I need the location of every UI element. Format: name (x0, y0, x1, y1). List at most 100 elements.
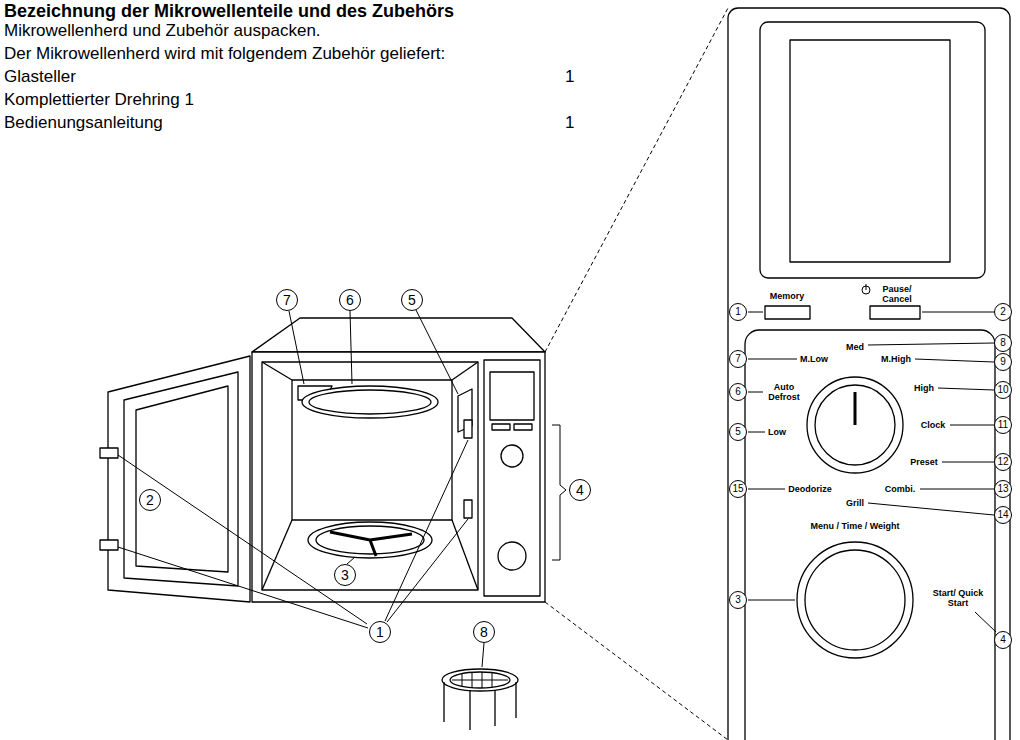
callout-number: 13 (994, 480, 1012, 498)
callout-number: 1 (369, 621, 391, 643)
callout-number: 2 (994, 303, 1012, 321)
control-label: M.High (881, 354, 911, 364)
leader-line (942, 462, 994, 463)
panel-lower-section (745, 330, 995, 740)
leader-line (915, 359, 994, 362)
control-label: Preset (910, 457, 938, 467)
control-label: Pause/ Cancel (877, 284, 917, 304)
control-label: Clock (921, 420, 946, 430)
leader-line (387, 519, 468, 622)
callout-number: 11 (994, 416, 1012, 434)
control-label: Memory (770, 291, 805, 301)
control-label: Deodorize (788, 484, 832, 494)
leader-line (350, 311, 352, 384)
callout-number: 3 (729, 591, 747, 609)
cavity-edge (262, 362, 292, 380)
leader-line (118, 455, 367, 624)
leader-line (950, 425, 994, 426)
page-title: Bezeichnung der Mikrowellenteile und des… (4, 0, 454, 22)
leader-line (347, 557, 355, 564)
mode-dial (807, 377, 903, 473)
leader-line (868, 343, 994, 345)
rack-grid (452, 672, 508, 688)
mini-display (490, 372, 534, 420)
rack-legs (444, 682, 516, 730)
leader-line (748, 600, 795, 601)
callout-number: 1 (729, 303, 747, 321)
mode-dial-inner (815, 385, 895, 465)
callout-number: 9 (994, 353, 1012, 371)
body-text: Bedienungsanleitung (4, 113, 163, 133)
leader-line (975, 612, 996, 632)
zoom-line (545, 8, 728, 352)
control-label: Menu / Time / Weight (810, 521, 899, 531)
dial-pointer (854, 392, 857, 425)
control-label: Combi. (885, 484, 916, 494)
callout-number: 7 (729, 350, 747, 368)
control-strip (484, 360, 540, 596)
turntable-coupler (330, 532, 412, 556)
callout-number: 8 (473, 621, 495, 643)
callout-number: 5 (401, 289, 423, 311)
callout-number: 2 (139, 489, 161, 511)
grill-rack (442, 669, 518, 691)
door-window (136, 386, 228, 572)
glass-plate (302, 386, 438, 418)
leader-line (385, 440, 468, 621)
callout-number: 12 (994, 453, 1012, 471)
leader-line (748, 489, 785, 490)
callout-number: 8 (994, 334, 1012, 352)
control-panel (728, 8, 1010, 740)
control-label: Auto Defrost (762, 382, 806, 402)
oven-cavity (262, 362, 478, 590)
control-label: High (914, 383, 934, 393)
leader-line (938, 388, 994, 390)
leader-line (748, 312, 763, 313)
body-text: Komplettierter Drehring 1 (4, 90, 194, 110)
memory-button (765, 306, 810, 319)
callout-number: 4 (569, 479, 591, 501)
callout-number: 4 (994, 631, 1012, 649)
control-label: Low (768, 427, 786, 437)
mini-button (492, 424, 510, 430)
display-frame (760, 22, 985, 278)
body-text: Glasteller (4, 67, 76, 87)
leader-line (482, 643, 484, 667)
oven-body (252, 352, 545, 602)
mini-knob (498, 542, 526, 570)
control-label: Med (846, 342, 864, 352)
menu-knob (797, 542, 913, 658)
cavity-back-wall (292, 380, 452, 520)
callout-number: 7 (276, 289, 298, 311)
door-lock-slot (464, 420, 472, 438)
cavity-edge (452, 520, 478, 590)
mini-dial (501, 445, 523, 467)
callout-number: 15 (729, 480, 747, 498)
leader-line (920, 489, 994, 490)
leader-line (748, 359, 797, 360)
callout-number: 10 (994, 381, 1012, 399)
leader-line (118, 547, 368, 628)
leader-line (748, 392, 763, 393)
glass-plate-rim (309, 390, 431, 414)
door-lock-slot (464, 500, 472, 518)
leader-line (922, 312, 994, 313)
callout-number: 3 (334, 564, 356, 586)
menu-knob-inner (805, 550, 905, 650)
callout-number: 6 (339, 289, 361, 311)
callout-number: 5 (729, 423, 747, 441)
door-frame (124, 372, 238, 586)
control-label: Start/ Quick Start (929, 588, 987, 608)
cavity-edge (262, 520, 292, 590)
cavity-edge (452, 362, 478, 380)
leader-line (868, 503, 994, 515)
leader-line (416, 310, 458, 394)
grill-rack-rim (450, 672, 510, 688)
display (790, 40, 950, 262)
control-label: M.Low (800, 354, 828, 364)
oven-door (108, 356, 250, 602)
pause-button (870, 306, 920, 319)
power-icon (866, 284, 867, 290)
